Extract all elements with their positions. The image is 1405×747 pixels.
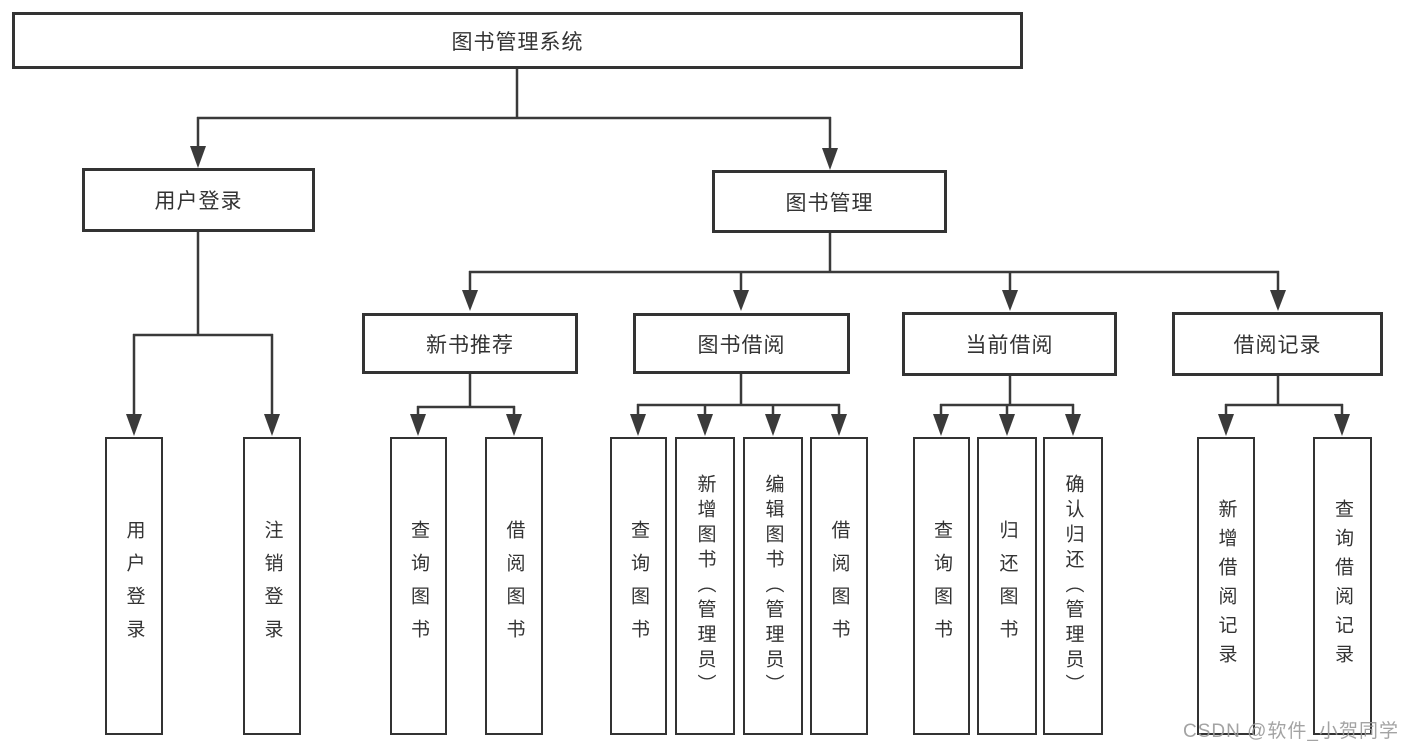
leaf-label: 归还图书 [996,520,1018,652]
leaf-label: 注销登录 [261,520,283,652]
leaf-return-book: 归还图书 [977,437,1037,735]
arrowhead [822,148,838,170]
leaf-edit-book-admin: 编辑图书（管理员） [743,437,803,735]
node-current-borrowing: 当前借阅 [902,312,1117,376]
arrowhead [506,414,522,436]
leaf-add-book-admin: 新增图书（管理员） [675,437,735,735]
leaf-query-borrow-record: 查询借阅记录 [1313,437,1372,735]
arrowhead [933,414,949,436]
arrowhead [126,414,142,436]
arrowhead [410,414,426,436]
leaf-query-books-current: 查询图书 [913,437,970,735]
leaf-label: 编辑图书（管理员） [762,473,784,699]
leaf-label: 新增图书（管理员） [694,473,716,699]
leaf-label: 查询借阅记录 [1332,499,1353,673]
leaf-label: 查询图书 [628,520,649,652]
arrowhead [697,414,713,436]
leaf-label: 用户登录 [123,520,145,652]
arrowhead [630,414,646,436]
leaf-label: 新增借阅记录 [1215,499,1237,673]
node-book-management: 图书管理 [712,170,947,233]
leaf-user-login: 用户登录 [105,437,163,735]
arrowhead [999,414,1015,436]
csdn-watermark: CSDN @软件_小贺同学 [1183,721,1399,742]
node-label: 新书推荐 [426,333,514,357]
node-label: 借阅记录 [1233,334,1322,357]
leaf-query-books-recommend: 查询图书 [390,437,447,735]
arrowhead [1065,414,1081,436]
node-label: 图书管理系统 [451,30,584,54]
node-new-book-recommend: 新书推荐 [362,313,578,374]
node-label: 当前借阅 [965,334,1054,357]
arrowhead [1002,290,1018,311]
node-book-borrowing: 图书借阅 [633,313,850,374]
leaf-add-borrow-record: 新增借阅记录 [1197,437,1255,735]
leaf-label: 借阅图书 [828,520,850,652]
node-system-root: 图书管理系统 [12,12,1023,69]
leaf-logout: 注销登录 [243,437,301,735]
arrowhead [462,290,478,311]
arrowhead [765,414,781,436]
arrowhead [733,290,749,311]
leaf-confirm-return-admin: 确认归还（管理员） [1043,437,1103,735]
leaf-borrow-books-recommend: 借阅图书 [485,437,543,735]
leaf-label: 确认归还（管理员） [1062,473,1084,699]
arrowhead [1334,414,1350,436]
node-label: 图书管理 [785,191,874,215]
leaf-query-books-borrowing: 查询图书 [610,437,667,735]
leaf-label: 查询图书 [931,520,952,652]
arrowhead [190,146,206,168]
node-label: 用户登录 [154,190,243,213]
leaf-borrow-books: 借阅图书 [810,437,868,735]
node-user-login: 用户登录 [82,168,315,232]
node-borrowing-records: 借阅记录 [1172,312,1383,376]
arrowhead [831,414,847,436]
arrowhead [1270,290,1286,311]
arrowhead [1218,414,1234,436]
leaf-label: 查询图书 [408,520,429,652]
node-label: 图书借阅 [697,333,786,357]
arrowhead [264,414,280,436]
leaf-label: 借阅图书 [503,520,525,652]
